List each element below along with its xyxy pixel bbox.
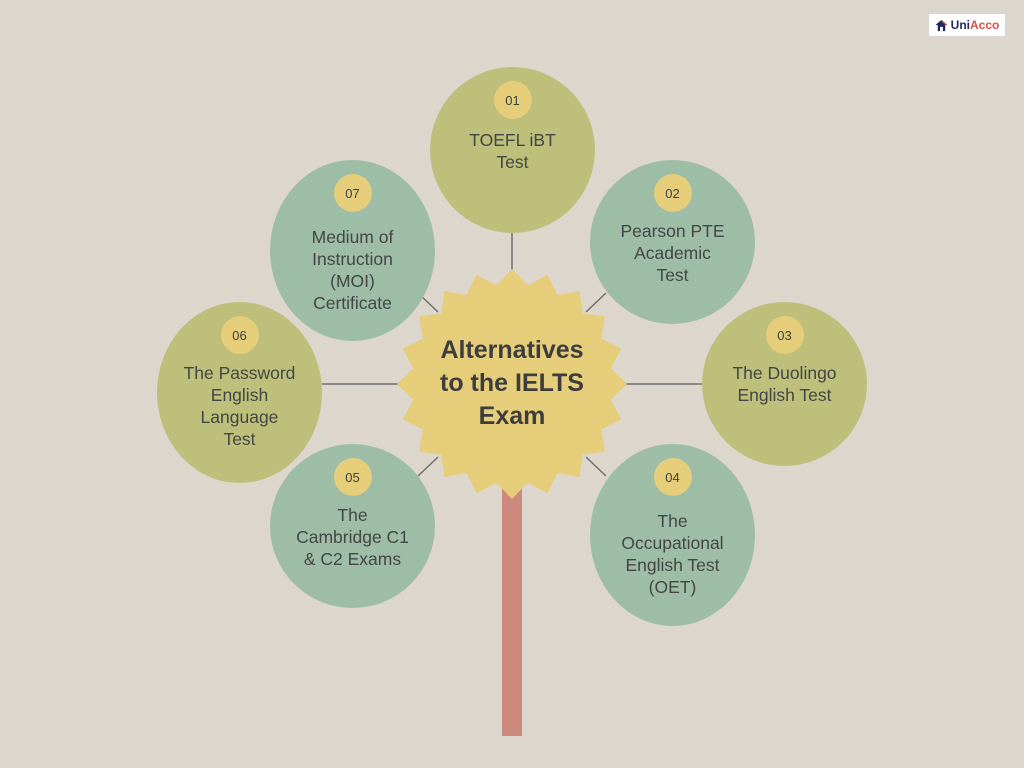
alternative-node-07: 07 Medium of Instruction (MOI) Certifica… [270, 160, 435, 341]
number-badge: 02 [653, 174, 692, 212]
connector-lines [322, 233, 702, 477]
connector-04 [585, 456, 607, 477]
brand-logo: UniAcco [929, 14, 1005, 36]
alternative-node-05: 05 The Cambridge C1 & C2 Exams [270, 444, 435, 608]
number-badge: 06 [220, 316, 259, 354]
number-badge: 03 [765, 316, 804, 354]
number-badge: 05 [333, 458, 372, 496]
alternative-node-04: 04 The Occupational English Test (OET) [590, 444, 755, 626]
alternative-label: The Password English Language Test [183, 363, 296, 449]
alternative-label: TOEFL iBT Test [469, 130, 556, 172]
alternative-label: Medium of Instruction (MOI) Certificate [311, 227, 394, 313]
alternative-label: The Duolingo English Test [732, 363, 837, 405]
alternative-label: Pearson PTE Academic Test [620, 221, 725, 285]
number-badge: 07 [333, 174, 372, 212]
alternative-node-01: 01 TOEFL iBT Test [430, 67, 595, 233]
alternative-node-02: 02 Pearson PTE Academic Test [590, 160, 755, 324]
center-title: Alternatives to the IELTS Exam [440, 336, 584, 430]
logo-text-acco: Acco [970, 18, 1000, 32]
number-badge: 01 [493, 81, 532, 119]
connector-02 [585, 292, 607, 313]
alternative-node-03: 03 The Duolingo English Test [702, 302, 867, 466]
tree-trunk [502, 470, 522, 736]
logo-text-uni: Uni [950, 18, 970, 32]
alternative-label: The Occupational English Test (OET) [621, 511, 724, 597]
number-badge: 04 [653, 458, 692, 496]
alternative-node-06: 06 The Password English Language Test [157, 302, 322, 483]
house-icon [935, 19, 947, 31]
alternative-label: The Cambridge C1 & C2 Exams [296, 505, 409, 569]
connector-05 [417, 456, 439, 477]
center-starburst [397, 269, 627, 499]
